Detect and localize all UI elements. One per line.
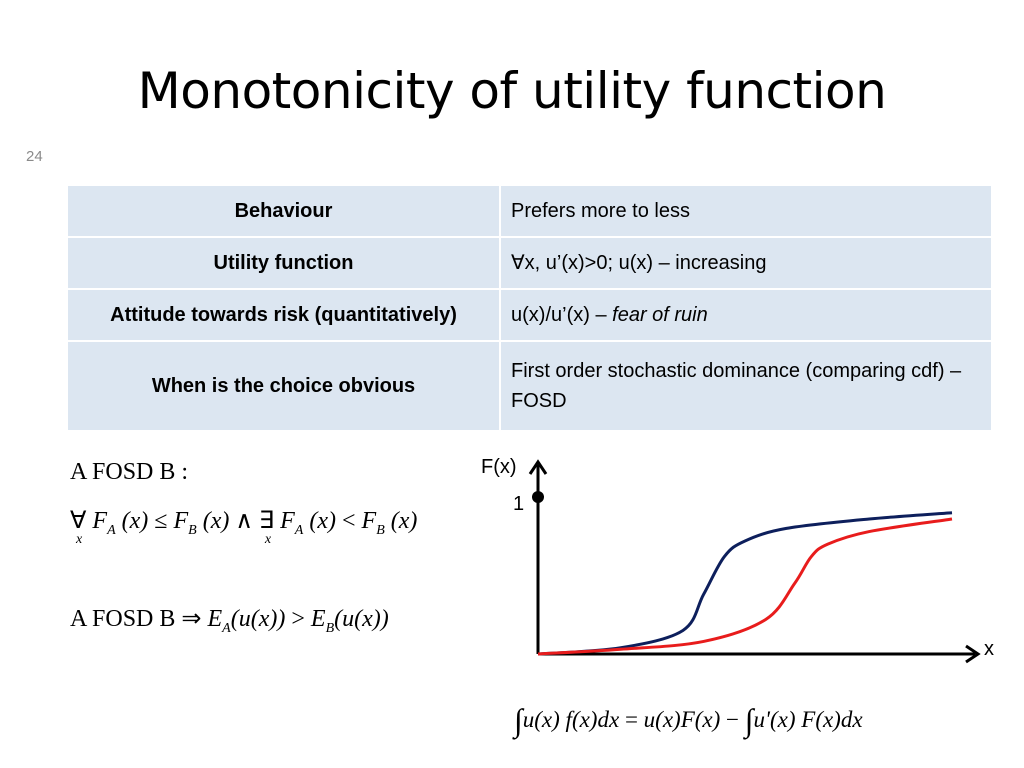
properties-table: Behaviour Prefers more to less Utility f… <box>66 184 993 432</box>
y-one-marker <box>532 491 544 503</box>
row-value: ∀x, u’(x)>0; u(x) – increasing <box>499 236 993 290</box>
table-row: When is the choice obvious First order s… <box>66 340 993 432</box>
x-axis-arrow <box>965 644 981 664</box>
slide-title: Monotonicity of utility function <box>137 62 887 120</box>
row-value: First order stochastic dominance (compar… <box>499 340 993 432</box>
page-number: 24 <box>26 148 43 165</box>
row-label: Attitude towards risk (quantitatively) <box>66 288 501 342</box>
fosd-definition: ∀x FA (x) ≤ FB (x) ∧ ∃x FA (x) < FB (x) <box>70 508 418 547</box>
y-tick-label: 1 <box>513 493 524 515</box>
row-value-italic: fear of ruin <box>612 304 708 326</box>
cdf-curve-2 <box>537 517 953 656</box>
x-axis-label: x <box>984 638 994 660</box>
table-row: Attitude towards risk (quantitatively) u… <box>66 288 993 342</box>
series-layer <box>537 511 953 656</box>
y-axis-arrow <box>528 459 548 475</box>
row-label: Utility function <box>66 236 501 290</box>
table-row: Utility function ∀x, u’(x)>0; u(x) – inc… <box>66 236 993 290</box>
row-value-text: u(x)/u’(x) – <box>511 304 607 326</box>
fosd-heading: A FOSD B : <box>70 459 189 485</box>
row-label: Behaviour <box>66 184 501 238</box>
row-value: u(x)/u’(x) – fear of ruin <box>499 288 993 342</box>
y-axis-label: F(x) <box>481 456 517 478</box>
integration-by-parts: ∫u(x) f(x)dx = u(x)F(x) − ∫u'(x) F(x)dx <box>514 702 863 738</box>
table-row: Behaviour Prefers more to less <box>66 184 993 238</box>
cdf-curve-1 <box>537 511 953 656</box>
row-label: When is the choice obvious <box>66 340 501 432</box>
fosd-implication: A FOSD B ⇒ EA(u(x)) > EB(u(x)) <box>70 606 389 636</box>
row-value: Prefers more to less <box>499 184 993 238</box>
